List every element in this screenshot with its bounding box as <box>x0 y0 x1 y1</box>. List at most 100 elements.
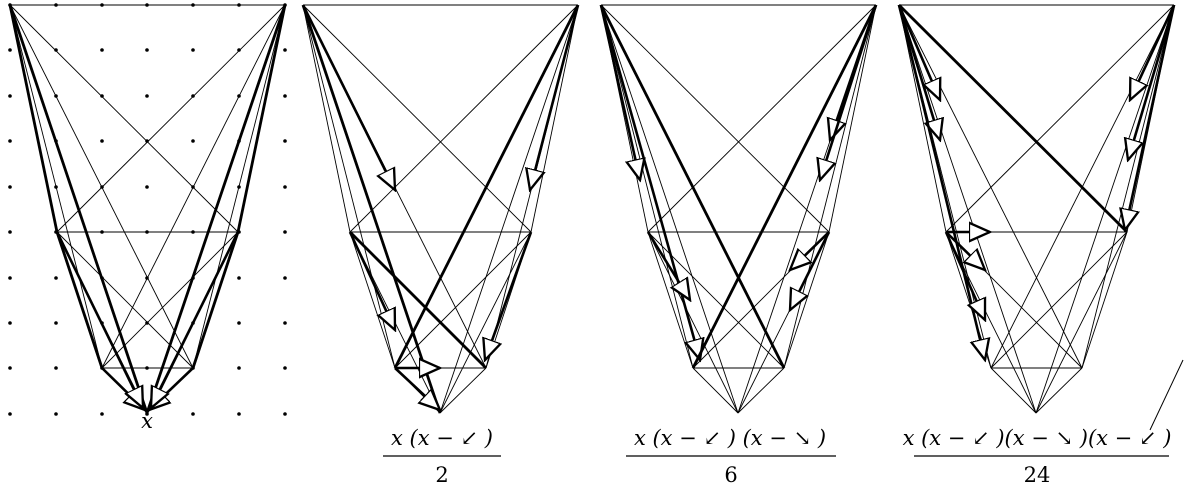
lattice-edge-FG <box>1035 367 1083 414</box>
panel-2-lattice <box>301 4 580 414</box>
grid-dot-7-6 <box>283 321 287 325</box>
caption-4-denominator: 24 <box>1024 463 1051 487</box>
grid-dot-4-6 <box>283 185 287 189</box>
lattice-edge-AF <box>9 4 194 369</box>
highlight-arrow-3 <box>897 4 985 360</box>
lattice-edge-BC <box>945 4 1175 233</box>
lattice-edge-DG <box>439 231 532 414</box>
highlight-arrow-7 <box>790 231 830 270</box>
lattice-edge-EG <box>990 367 1037 414</box>
grid-dot-6-6 <box>283 276 287 280</box>
grid-dot-6-1 <box>54 276 58 280</box>
grid-dot-8-5 <box>237 366 241 370</box>
lattice-edge-DE <box>394 231 532 369</box>
lattice-edge-BF <box>192 4 286 369</box>
caption-2: x (x − ↙ ) 2 <box>383 426 501 487</box>
lattice-edge-DG <box>1035 231 1128 414</box>
grid-dot-7-0 <box>8 321 12 325</box>
highlight-arrow-DG <box>151 231 240 408</box>
lattice-edge-AG <box>898 4 1037 414</box>
grid-dot-9-1 <box>54 412 58 416</box>
highlight-arrow-3 <box>348 231 395 330</box>
lattice-edge-FG <box>439 367 487 414</box>
lattice-edge-EG <box>692 367 739 414</box>
highlight-edge-CF <box>349 231 487 369</box>
grid-dot-6-5 <box>237 276 241 280</box>
highlight-arrow-6 <box>1125 4 1176 230</box>
highlight-edge-BE <box>393 4 580 369</box>
grid-dot-4-0 <box>8 185 12 189</box>
grid-dot-3-6 <box>283 139 287 143</box>
lattice-edge-AC <box>302 4 351 233</box>
lattice-edge-CG <box>647 231 739 414</box>
grid-dot-1-5 <box>237 48 241 52</box>
grid-dot-9-5 <box>237 412 241 416</box>
caption-2-denominator: 2 <box>435 463 448 487</box>
caption-2-numerator: x (x − ↙ ) <box>391 426 493 450</box>
highlight-arrow-4 <box>820 4 878 180</box>
lattice-edge-AE <box>600 4 694 369</box>
caption-3-numerator: x (x − ↙ ) (x − ↘ ) <box>634 426 826 450</box>
highlight-arrow-1 <box>599 4 640 180</box>
grid-dot-3-0 <box>8 139 12 143</box>
grid-dot-1-2 <box>100 48 104 52</box>
lattice-edge-AD <box>9 4 239 233</box>
panel-3-lattice <box>599 4 878 414</box>
lattice-edge-BF <box>783 4 877 369</box>
panel-4-lattice <box>897 4 1176 414</box>
lattice-edge-AD <box>600 4 830 233</box>
highlight-edge-AG <box>8 4 149 414</box>
grid-dot-7-5 <box>237 321 241 325</box>
caption-4: x (x − ↙ )(x − ↘ )(x − ↙ ) 24 <box>903 426 1172 487</box>
lattice-edge-AD <box>302 4 532 233</box>
highlight-arrow-2 <box>897 4 940 140</box>
lattice-edge-BC <box>647 4 877 233</box>
grid-dot-3-4 <box>191 139 195 143</box>
pointer-line <box>1149 359 1184 431</box>
highlight-arrow-6 <box>790 231 831 310</box>
highlight-arrow-5 <box>1128 4 1176 160</box>
grid-dot-9-4 <box>191 412 195 416</box>
grid-dot-4-3 <box>145 185 149 189</box>
lattice-edge-DE <box>990 231 1128 369</box>
grid-dot-1-3 <box>145 48 149 52</box>
highlight-edge-AG <box>301 4 442 414</box>
grid-dot-8-6 <box>283 366 287 370</box>
highlight-arrow-2 <box>599 4 700 360</box>
highlight-arrow-6 <box>394 367 440 410</box>
highlight-arrow-1 <box>897 4 940 100</box>
highlight-edge-BE <box>691 4 878 369</box>
lattice-edge-BD <box>828 4 877 233</box>
lattice-edge-BC <box>56 4 286 233</box>
highlight-arrow-1 <box>301 4 395 190</box>
lattice-edge-BE <box>101 4 286 369</box>
lattice-edge-AF <box>898 4 1083 369</box>
caption-1-numerator: x <box>141 409 153 433</box>
grid-dot-2-3 <box>145 94 149 98</box>
highlight-arrow-5 <box>646 231 690 300</box>
lattice-edge-AE <box>9 4 103 369</box>
highlight-edge-AF <box>599 4 786 369</box>
caption-3: x (x − ↙ ) (x − ↘ ) 6 <box>626 426 836 487</box>
grid-dot-1-6 <box>283 48 287 52</box>
highlight-arrow-9 <box>945 231 985 270</box>
caption-3-denominator: 6 <box>724 463 737 487</box>
highlight-edge-AD <box>898 4 1128 233</box>
lattice-edge-CE <box>349 231 396 369</box>
caption-4-numerator: x (x − ↙ )(x − ↘ )(x − ↙ ) <box>903 426 1172 450</box>
highlight-edge-BG <box>145 4 287 414</box>
highlight-arrow-CG <box>55 231 143 408</box>
grid-dot-1-0 <box>8 48 12 52</box>
highlight-edge-AC <box>8 4 59 233</box>
lattice-edge-AE <box>302 4 396 369</box>
lattice-edge-BC <box>349 4 579 233</box>
grid-dot-9-0 <box>8 412 12 416</box>
lattice-edge-AG <box>600 4 739 414</box>
grid-dot-2-6 <box>283 94 287 98</box>
highlight-arrow-4 <box>485 231 533 360</box>
lattice-edge-BD <box>530 4 579 233</box>
grid-dot-7-1 <box>54 321 58 325</box>
highlight-arrow-8 <box>944 231 985 320</box>
lattice-edge-FG <box>737 367 785 414</box>
